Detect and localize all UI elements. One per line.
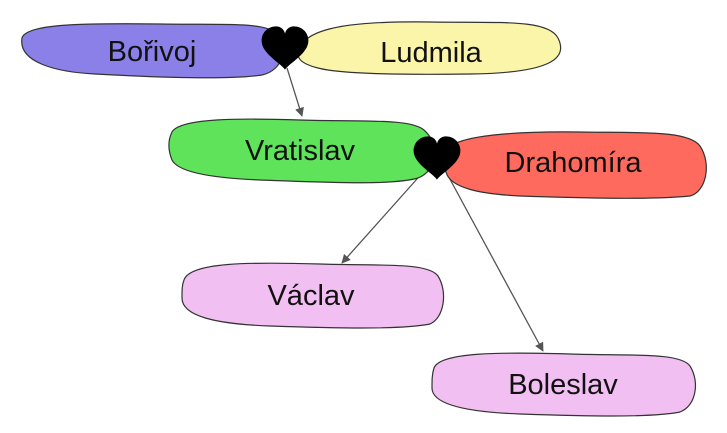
node-label-vaclav: Václav	[267, 280, 355, 312]
node-label-boleslav: Boleslav	[508, 369, 618, 401]
node-blob-vaclav	[181, 262, 445, 329]
edge-vratislav-drahomira-to-boleslav	[444, 169, 544, 352]
person-node-boleslav: Boleslav	[431, 352, 697, 417]
node-blob-ludmila	[297, 21, 562, 75]
node-label-drahomira: Drahomíra	[505, 147, 643, 179]
person-node-vratislav: Vratislav	[168, 118, 436, 184]
person-node-ludmila: Ludmila	[297, 21, 562, 75]
edges	[286, 67, 544, 352]
edge-vratislav-drahomira-to-vaclav	[341, 169, 426, 264]
node-blob-vratislav	[168, 118, 436, 184]
node-label-vratislav: Vratislav	[245, 135, 356, 167]
node-blob-boleslav	[431, 352, 697, 417]
person-node-drahomira: Drahomíra	[444, 131, 707, 199]
person-node-vaclav: Václav	[181, 262, 445, 329]
edge-borivoj-ludmila-to-vratislav	[286, 67, 304, 117]
node-label-ludmila: Ludmila	[380, 37, 482, 69]
node-label-borivoj: Bořivoj	[108, 36, 197, 68]
heart-icon	[413, 136, 461, 180]
person-node-borivoj: Bořivoj	[21, 23, 284, 79]
node-blob-drahomira	[444, 131, 707, 199]
heart-icon	[261, 26, 309, 70]
